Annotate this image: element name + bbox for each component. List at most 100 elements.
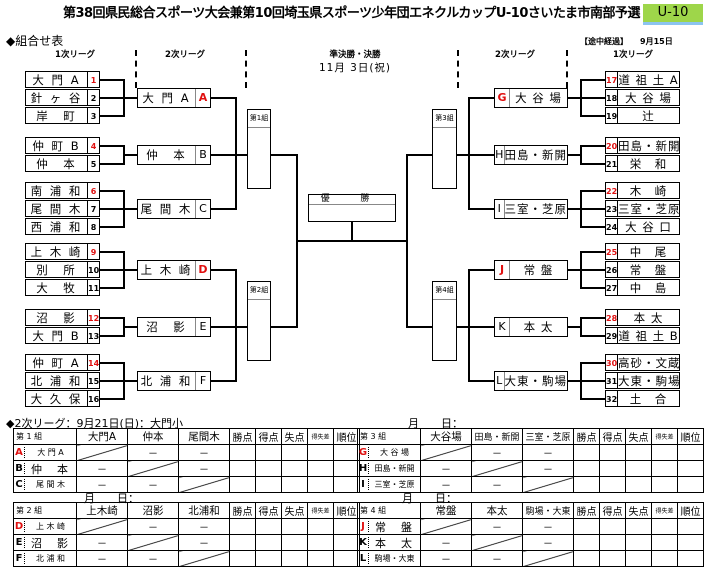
team-name: 大東・駒場 — [504, 374, 567, 388]
team-name: 田島・新開 — [504, 148, 567, 162]
opponent-header: 大谷場 — [420, 428, 472, 445]
stat-cell — [229, 518, 256, 535]
stat-header: 勝点 — [229, 428, 256, 445]
stat-cell — [625, 460, 652, 477]
team-name: 駒場・大東 — [374, 554, 415, 563]
team-number: 8 — [87, 218, 100, 235]
team-name: 尾 間 木 — [140, 202, 193, 216]
opponent-header: 駒場・大東 — [522, 502, 574, 519]
bracket-line — [581, 251, 605, 253]
stat-header: 失点 — [281, 502, 308, 519]
opponent-header: 大門A — [76, 428, 128, 445]
bracket-line — [581, 269, 605, 271]
first-league-team: 大 久 保 — [25, 390, 88, 407]
stat-cell — [651, 534, 678, 551]
stat-cell — [573, 476, 600, 493]
opponent-header: 本太 — [471, 502, 523, 519]
stat-header: 順位 — [333, 428, 360, 445]
stat-header: 失点 — [625, 428, 652, 445]
stat-cell — [307, 444, 334, 461]
bracket-line — [235, 269, 237, 382]
team-name: 北 浦 和 — [140, 374, 193, 388]
bracket-line — [235, 326, 248, 328]
team-name: 北 浦 和 — [35, 554, 66, 563]
league-date-placeholder: 月 日： — [402, 492, 457, 505]
first-league-team: 大東・駒場 — [617, 372, 681, 389]
match-result-cell: － — [178, 518, 230, 535]
stat-cell — [599, 550, 626, 567]
team-name: 三室・芝原 — [374, 480, 415, 489]
col-right-league2: 2次リーグ — [495, 50, 535, 60]
group-letter: B — [195, 146, 210, 164]
league-section-title: ◆2次リーグ：9月21日(日)：大門小 — [6, 417, 184, 430]
match-result-cell: － — [471, 476, 523, 493]
stat-cell — [599, 518, 626, 535]
bracket-line — [271, 154, 298, 156]
group-box-label: 第1組 — [248, 110, 270, 128]
team-name: 仲 本 — [146, 148, 187, 162]
stat-cell — [573, 534, 600, 551]
stat-header: 順位 — [677, 502, 704, 519]
bracket-line — [211, 208, 236, 210]
opponent-header: 北浦和 — [178, 502, 230, 519]
stat-cell — [651, 460, 678, 477]
stat-cell — [255, 460, 282, 477]
bracket-line — [211, 380, 236, 382]
bracket-line — [271, 326, 298, 328]
stat-cell — [333, 476, 360, 493]
first-league-team: 辻 — [617, 107, 680, 124]
bracket-line — [567, 380, 582, 382]
group-letter: I — [358, 479, 369, 490]
stat-cell — [333, 444, 360, 461]
bracket-line — [100, 208, 124, 210]
team-number: 5 — [87, 155, 100, 172]
first-league-team: 常 盤 — [617, 261, 680, 278]
bracket-line — [457, 154, 470, 156]
col-left-league2: 2次リーグ — [165, 50, 205, 60]
first-league-team: 尾 間 木 — [25, 200, 88, 217]
self-match-cell — [522, 476, 574, 493]
stat-cell — [573, 460, 600, 477]
stat-cell — [625, 534, 652, 551]
bracket-line — [567, 97, 582, 99]
stat-cell — [677, 460, 704, 477]
self-match-cell — [522, 550, 574, 567]
match-result-cell: － — [522, 518, 574, 535]
group-winner-box: 第3組 — [432, 109, 457, 189]
stat-cell — [281, 518, 308, 535]
stat-cell — [625, 518, 652, 535]
match-result-cell: － — [420, 476, 472, 493]
date-note: 9月15日 — [640, 37, 673, 46]
stat-header: 順位 — [333, 502, 360, 519]
stat-cell — [229, 444, 256, 461]
column-divider — [135, 50, 137, 88]
opponent-header: 尾間木 — [178, 428, 230, 445]
stat-cell — [307, 550, 334, 567]
stat-cell — [333, 550, 360, 567]
group-letter: E — [14, 537, 25, 548]
stat-cell — [573, 550, 600, 567]
first-league-team: 大 谷 場 — [617, 89, 680, 106]
bracket-line — [100, 287, 124, 289]
stat-cell — [255, 550, 282, 567]
team-number: 6 — [87, 182, 100, 199]
team-number: 7 — [87, 200, 100, 217]
team-name: 上 木 崎 — [35, 522, 66, 531]
group-winner-box: 第4組 — [432, 281, 457, 361]
